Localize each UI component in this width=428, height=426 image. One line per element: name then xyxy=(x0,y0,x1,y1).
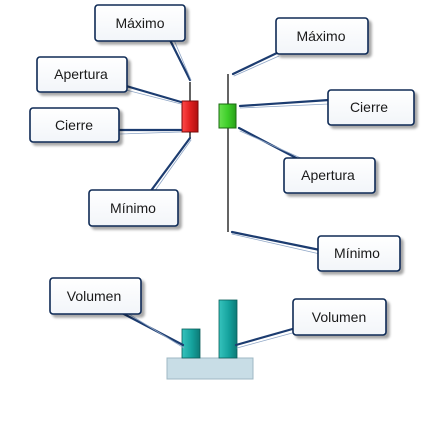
leader-bull-close xyxy=(238,98,331,108)
leader-bull-low xyxy=(230,230,322,252)
callout-volume-left: Volumen xyxy=(49,277,142,315)
bear-candlestick xyxy=(181,82,199,138)
volume-baseline-panel xyxy=(166,357,254,380)
bull-candlestick xyxy=(218,74,237,232)
callout-bull-low-text: Mínimo xyxy=(334,245,380,261)
leader-bear-high xyxy=(168,38,192,82)
callout-bear-close: Cierre xyxy=(29,107,120,143)
callout-bear-close-text: Cierre xyxy=(55,117,93,133)
callout-bull-open: Apertura xyxy=(283,157,376,194)
callout-bull-open-text: Apertura xyxy=(301,167,355,183)
volume-bar-left xyxy=(181,328,201,359)
callout-bull-low: Mínimo xyxy=(317,235,401,272)
callout-bear-open-text: Apertura xyxy=(54,66,108,82)
leader-bear-low xyxy=(148,136,192,194)
volume-chart xyxy=(166,299,254,380)
callout-volume-right: Volumen xyxy=(292,298,387,336)
bull-candle-body xyxy=(218,103,237,129)
leader-lines xyxy=(118,38,331,349)
callout-bear-high: Máximo xyxy=(94,4,186,42)
callout-volume-right-text: Volumen xyxy=(312,309,366,325)
callout-bull-high: Máximo xyxy=(275,17,369,55)
callout-volume-left-text: Volumen xyxy=(67,288,121,304)
callout-bear-low-text: Mínimo xyxy=(110,200,156,216)
bear-candle-body xyxy=(181,100,199,133)
leader-bull-high xyxy=(231,50,281,76)
volume-bar-right xyxy=(218,299,238,359)
callout-bull-high-text: Máximo xyxy=(296,28,345,44)
callouts: Máximo Apertura Cierre Mínimo Máximo Cie… xyxy=(29,4,415,336)
leader-bear-open xyxy=(124,84,183,104)
callout-bear-open: Apertura xyxy=(36,56,128,93)
leader-volume-right xyxy=(234,326,298,347)
callout-bull-close: Cierre xyxy=(327,89,415,126)
callout-bull-close-text: Cierre xyxy=(350,99,388,115)
callout-bear-high-text: Máximo xyxy=(115,15,164,31)
callout-bear-low: Mínimo xyxy=(88,189,179,227)
leader-volume-left xyxy=(118,310,185,347)
